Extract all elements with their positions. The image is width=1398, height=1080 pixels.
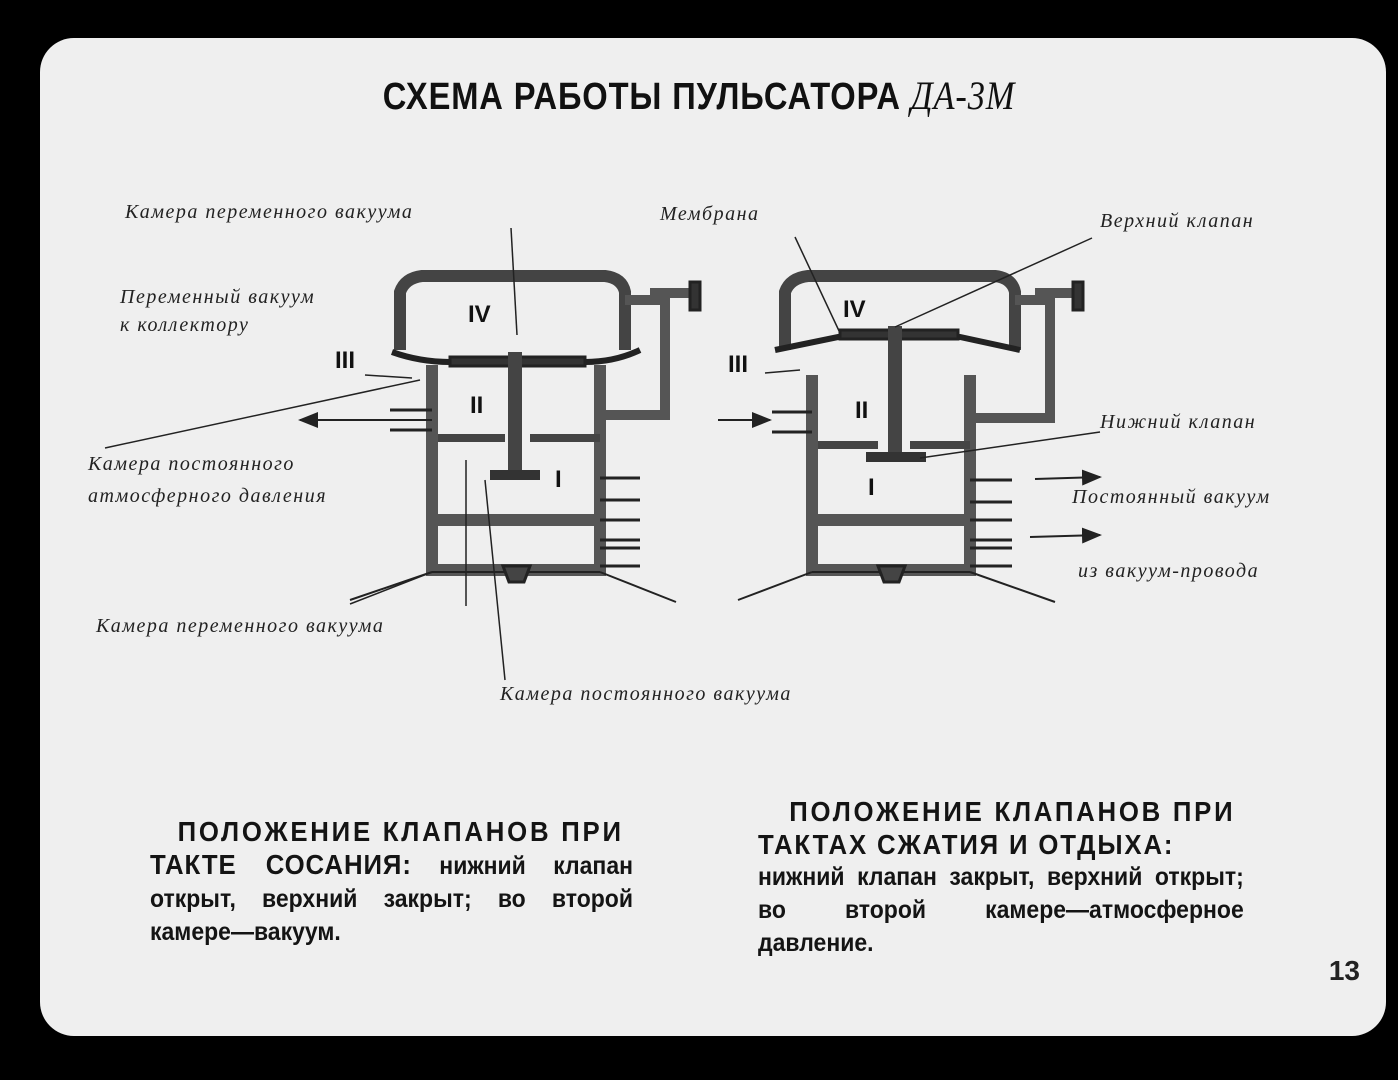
label-variable-vacuum-chamber-bottom: Камера переменного вакуума bbox=[95, 615, 384, 637]
note-compression-body: нижний клапан закрыт, верхний открыт; во… bbox=[758, 863, 1244, 957]
right-pulsator bbox=[737, 270, 1085, 603]
title-text: СХЕМА РАБОТЫ ПУЛЬСАТОРА bbox=[382, 76, 901, 118]
note-compression: ПОЛОЖЕНИЕ КЛАПАНОВ ПРИ ТАКТАХ СЖАТИЯ И О… bbox=[758, 795, 1244, 960]
label-constant-vacuum-line2: из вакуум-провода bbox=[1078, 560, 1259, 582]
label-membrane: Мембрана bbox=[659, 203, 760, 225]
label-atmospheric-chamber-line1: Камера постоянного bbox=[87, 453, 295, 475]
label-constant-vacuum-chamber: Камера постоянного вакуума bbox=[499, 683, 792, 705]
chamber-iv-left: IV bbox=[468, 301, 491, 328]
chamber-ii-left: II bbox=[470, 392, 483, 419]
note-compression-head-1: ПОЛОЖЕНИЕ КЛАПАНОВ ПРИ bbox=[789, 796, 1236, 827]
note-compression-head-2: ТАКТАХ СЖАТИЯ И ОТДЫХА: bbox=[758, 829, 1175, 860]
label-atmospheric-chamber-line2: атмосферного давления bbox=[88, 485, 327, 507]
vacuum-arrow-1 bbox=[1034, 469, 1102, 486]
chamber-iii-left: III bbox=[335, 347, 355, 374]
note-suction-head-2: ТАКТЕ СОСАНИЯ: bbox=[150, 849, 412, 880]
chamber-i-right: I bbox=[868, 474, 875, 501]
label-constant-vacuum-line1: Постоянный вакуум bbox=[1071, 486, 1271, 508]
label-variable-vacuum-line1: Переменный вакуум bbox=[119, 286, 315, 308]
page-title: СХЕМА РАБОТЫ ПУЛЬСАТОРА ДА-3М bbox=[98, 72, 1300, 119]
page-number: 13 bbox=[1328, 955, 1360, 986]
note-suction-head-1: ПОЛОЖЕНИЕ КЛАПАНОВ ПРИ bbox=[177, 816, 624, 847]
leader-lines bbox=[104, 227, 1101, 681]
label-variable-vacuum-chamber-top: Камера переменного вакуума bbox=[124, 201, 413, 223]
chamber-i-left: I bbox=[555, 466, 562, 493]
label-variable-vacuum-line2: к коллектору bbox=[120, 314, 249, 336]
note-suction: ПОЛОЖЕНИЕ КЛАПАНОВ ПРИ ТАКТЕ СОСАНИЯ: ни… bbox=[150, 815, 633, 949]
chamber-ii-right: II bbox=[855, 397, 868, 424]
chamber-iv-right: IV bbox=[843, 296, 866, 323]
left-pulsator bbox=[349, 270, 702, 603]
title-model: ДА-3М bbox=[910, 73, 1016, 118]
slide bbox=[40, 38, 1386, 1036]
vacuum-arrow-2 bbox=[1029, 527, 1102, 544]
chamber-iii-right: III bbox=[728, 351, 748, 378]
label-upper-valve: Верхний клапан bbox=[1100, 210, 1254, 232]
note-suction-body: нижний клапан открыт, верхний закрыт; во… bbox=[150, 852, 634, 946]
label-lower-valve: Нижний клапан bbox=[1099, 411, 1256, 433]
